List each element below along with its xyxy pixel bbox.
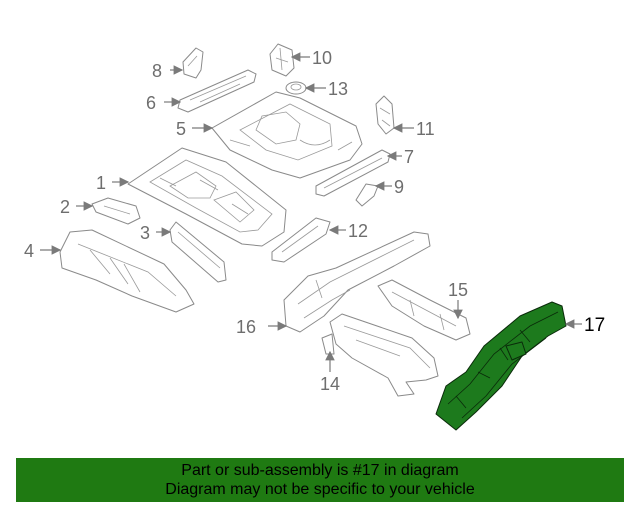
callout-8: 8 [152,61,162,81]
callout-6: 6 [146,93,156,113]
callout-4: 4 [24,241,34,261]
part-3-side-member[interactable] [169,221,227,283]
part-15-crossmember-assy[interactable] [377,279,471,341]
info-banner: Part or sub-assembly is #17 in diagram D… [16,458,624,502]
callout-labels: 8 6 5 1 2 3 4 10 13 11 7 9 12 16 14 15 1… [24,48,605,394]
callout-1: 1 [96,173,106,193]
part-13-plug[interactable] [285,81,307,95]
part-9-bracket[interactable] [355,183,379,207]
part-17-rear-side-member[interactable] [435,301,567,431]
callout-3: 3 [140,223,150,243]
callout-10: 10 [312,48,332,68]
part-8-bracket[interactable] [182,47,204,79]
callout-11: 11 [416,119,435,139]
callout-17: 17 [584,315,605,336]
callout-7: 7 [404,147,414,167]
leader-lines [40,52,582,372]
callout-9: 9 [394,177,404,197]
callout-12: 12 [348,221,368,241]
banner-line-1: Part or sub-assembly is #17 in diagram [181,462,459,479]
part-11-bracket[interactable] [375,95,395,135]
part-4-floor-side-panel[interactable] [59,229,195,313]
callout-15: 15 [448,280,468,300]
part-16-side-rail[interactable] [283,231,431,333]
banner-line-2: Diagram may not be specific to your vehi… [165,481,475,498]
part-10-bracket[interactable] [269,43,295,77]
part-5-rear-floor-pan[interactable] [211,91,363,179]
part-12-bracket[interactable] [271,217,331,263]
parts-diagram: 8 6 5 1 2 3 4 10 13 11 7 9 12 16 14 15 1… [24,43,605,431]
part-2-member[interactable] [91,197,141,225]
callout-13: 13 [328,79,348,99]
callout-2: 2 [60,197,70,217]
part-6-rail[interactable] [177,69,257,113]
callout-16: 16 [236,317,256,337]
callout-5: 5 [176,119,186,139]
callout-14: 14 [320,374,340,394]
part-1-floor-panel[interactable] [127,147,287,247]
part-7-crossmember[interactable] [315,149,391,197]
